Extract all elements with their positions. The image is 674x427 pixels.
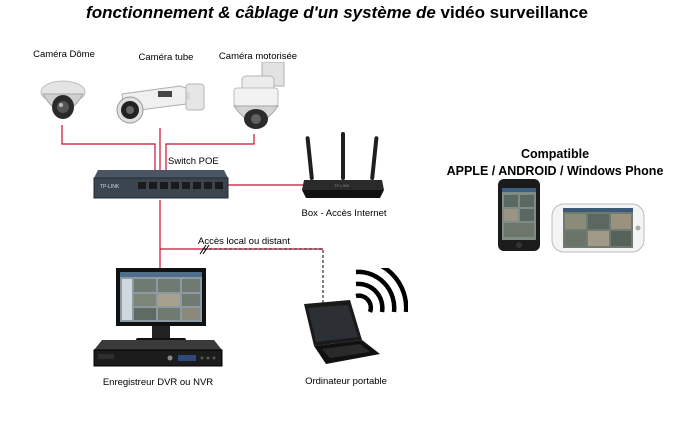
diagram-title: fonctionnement & câblage d'un système de… bbox=[0, 3, 674, 23]
wire-dome-to-switch bbox=[61, 125, 156, 170]
dome-camera-icon bbox=[40, 80, 86, 119]
label-laptop: Ordinateur portable bbox=[305, 376, 387, 387]
smartphone-icon bbox=[498, 179, 540, 251]
label-camera-motor: Caméra motorisée bbox=[218, 51, 298, 62]
wifi-signal bbox=[348, 257, 409, 333]
dvr-recorder-icon bbox=[93, 340, 223, 367]
wifi-signal-icon bbox=[355, 257, 409, 313]
wire-remote-to-laptop bbox=[204, 248, 324, 305]
router-box: TP-LINK bbox=[300, 132, 386, 209]
dome-camera bbox=[38, 77, 88, 132]
wire-motor-to-switch bbox=[165, 134, 255, 170]
poe-switch-icon: TP-LINK bbox=[93, 170, 229, 199]
laptop-icon bbox=[304, 300, 380, 364]
smartphone-landscape-icon bbox=[551, 203, 645, 253]
monitor-icon bbox=[116, 268, 206, 344]
svg-text:TP-LINK: TP-LINK bbox=[100, 184, 120, 190]
title-part1: fonctionnement & câblage d'un système de bbox=[86, 3, 436, 22]
motorized-camera-icon bbox=[233, 61, 285, 129]
dvr-recorder bbox=[92, 338, 224, 377]
compat-line1: Compatible bbox=[520, 147, 590, 161]
router-icon: TP-LINK bbox=[302, 132, 384, 198]
poe-switch: TP-LINK bbox=[92, 166, 230, 207]
tube-camera-icon bbox=[116, 83, 205, 124]
motorized-camera bbox=[228, 61, 288, 139]
laptop bbox=[296, 300, 382, 375]
smartphone-landscape bbox=[551, 203, 645, 258]
label-camera-tube: Caméra tube bbox=[138, 52, 194, 63]
label-access: Accès local ou distant bbox=[198, 236, 290, 247]
compatibility-note: Compatible APPLE / ANDROID / Windows Pho… bbox=[447, 146, 664, 180]
title-part2: vidéo surveillance bbox=[440, 3, 588, 22]
label-camera-dome: Caméra Dôme bbox=[33, 49, 95, 60]
tube-camera bbox=[116, 82, 210, 133]
compat-line2: APPLE / ANDROID / Windows Phone bbox=[446, 164, 664, 178]
label-switch-poe: Switch POE bbox=[168, 156, 219, 167]
label-box: Box - Accès Internet bbox=[301, 208, 387, 219]
smartphone-portrait bbox=[497, 178, 541, 257]
svg-text:TP-LINK: TP-LINK bbox=[334, 183, 350, 188]
label-recorder: Enregistreur DVR ou NVR bbox=[102, 377, 214, 388]
monitor bbox=[114, 266, 208, 353]
